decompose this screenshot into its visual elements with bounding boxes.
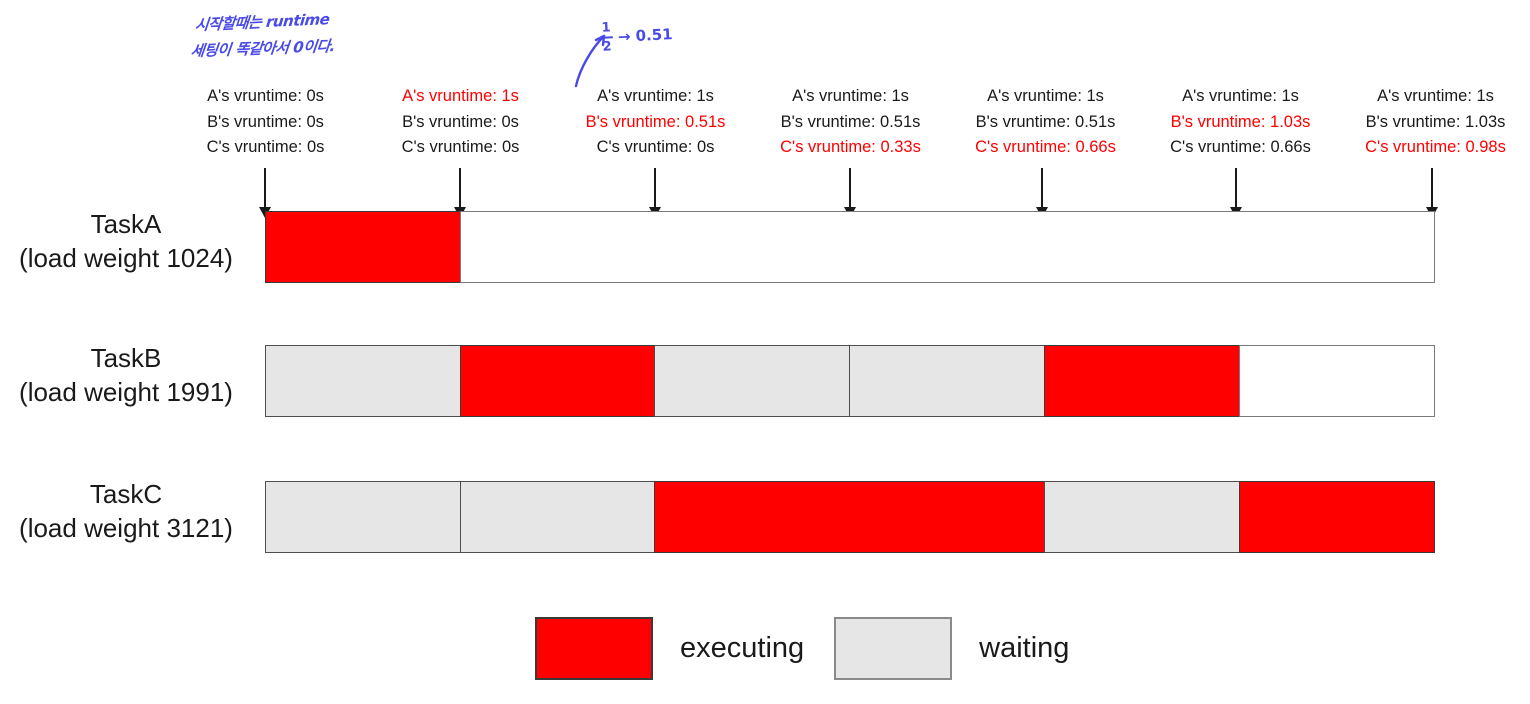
- tick-arrow-5: [1036, 168, 1048, 218]
- handwritten-note-line-2: 세팅이 똑같아서 0이다.: [189, 36, 336, 61]
- timeline-segment-idle: [1238, 345, 1435, 417]
- fraction-one-half: 1 2: [599, 20, 614, 55]
- task-timeline-a: [265, 211, 1435, 283]
- timeline-segment-waiting: [849, 345, 1046, 417]
- timeline-segment-waiting: [459, 481, 657, 553]
- vruntime-line: B's vruntime: 0.51s: [780, 112, 921, 131]
- timeline-segment-waiting: [265, 481, 462, 553]
- vruntime-line: A's vruntime: 1s: [597, 87, 714, 105]
- timeline-segment-executing: [654, 481, 1046, 553]
- timeline-segment-executing: [459, 345, 657, 417]
- tick-arrow-7: [1426, 168, 1438, 218]
- timeline-segment-executing: [265, 211, 462, 283]
- task-label-c: TaskC (load weight 3121): [0, 477, 252, 545]
- vruntime-line: A's vruntime: 1s: [402, 87, 519, 105]
- handwritten-fraction-annotation: 1 2 → 0.51: [599, 18, 674, 55]
- vruntime-line: C's vruntime: 0.33s: [780, 138, 921, 156]
- task-weight-b: (load weight 1991): [19, 377, 233, 407]
- vruntime-line: C's vruntime: 0.66s: [1170, 138, 1311, 156]
- vruntime-line: A's vruntime: 1s: [792, 87, 909, 105]
- vruntime-header-row: A's vruntime: 0s B's vruntime: 0s C's vrun…: [168, 84, 1530, 164]
- vruntime-line: B's vruntime: 1.03s: [1365, 112, 1506, 131]
- timeline-segment-waiting: [1043, 481, 1241, 553]
- timeline-segment-executing: [1238, 481, 1435, 553]
- handwritten-note-line-1: 시작할때는 runtime: [194, 10, 331, 35]
- tick-arrow-3: [649, 168, 661, 218]
- task-label-a: TaskA (load weight 1024): [0, 207, 252, 275]
- vruntime-column-2: A's vruntime: 1s B's vruntime: 0s C's vrun…: [363, 84, 558, 161]
- legend-swatch-waiting: [834, 617, 953, 680]
- vruntime-line: A's vruntime: 1s: [987, 87, 1104, 105]
- vruntime-line: C's vruntime: 0.66s: [975, 138, 1116, 156]
- timeline-segment-executing: [1043, 345, 1241, 417]
- tick-arrow-1: [259, 168, 271, 218]
- legend-swatch-executing: [535, 617, 653, 680]
- task-name-c: TaskC: [89, 479, 163, 509]
- vruntime-line: B's vruntime: 0.51s: [585, 112, 726, 131]
- legend-label-waiting: waiting: [979, 632, 1070, 664]
- fraction-denominator: 2: [602, 39, 612, 55]
- vruntime-line: A's vruntime: 1s: [1377, 87, 1494, 105]
- tick-arrow-4: [844, 168, 856, 218]
- task-weight-a: (load weight 1024): [19, 243, 233, 273]
- timeline-segment-waiting: [265, 345, 462, 417]
- vruntime-line: C's vruntime: 0s: [596, 138, 715, 156]
- task-timeline-c: [265, 481, 1435, 553]
- vruntime-line: C's vruntime: 0s: [401, 138, 520, 156]
- tick-arrow-2: [454, 168, 466, 218]
- legend-label-executing: executing: [680, 632, 805, 664]
- vruntime-line: C's vruntime: 0.98s: [1365, 138, 1506, 156]
- timeline-segment-waiting: [654, 345, 851, 417]
- legend-item-waiting: waiting: [834, 617, 1069, 680]
- vruntime-line: B's vruntime: 0.51s: [975, 112, 1116, 131]
- task-name-b: TaskB: [90, 343, 162, 373]
- vruntime-line: B's vruntime: 1.03s: [1170, 112, 1311, 131]
- vruntime-line: B's vruntime: 0s: [402, 112, 519, 131]
- vruntime-line: A's vruntime: 0s: [207, 87, 324, 105]
- tick-arrow-6: [1230, 168, 1242, 218]
- task-label-b: TaskB (load weight 1991): [0, 341, 252, 409]
- vruntime-line: A's vruntime: 1s: [1182, 87, 1299, 105]
- fraction-result: 0.51: [635, 25, 674, 46]
- vruntime-line: C's vruntime: 0s: [206, 138, 325, 156]
- legend-item-executing: executing: [535, 617, 804, 680]
- vruntime-line: B's vruntime: 0s: [207, 112, 324, 131]
- timeline-segment-idle: [459, 211, 1435, 283]
- task-weight-c: (load weight 3121): [19, 513, 233, 543]
- task-timeline-b: [265, 345, 1435, 417]
- legend: executing waiting: [535, 617, 1069, 680]
- fraction-numerator: 1: [601, 20, 611, 36]
- fraction-arrow-icon: →: [617, 27, 632, 46]
- vruntime-column-1: A's vruntime: 0s B's vruntime: 0s C's vrun…: [168, 84, 363, 161]
- task-name-a: TaskA: [90, 209, 162, 239]
